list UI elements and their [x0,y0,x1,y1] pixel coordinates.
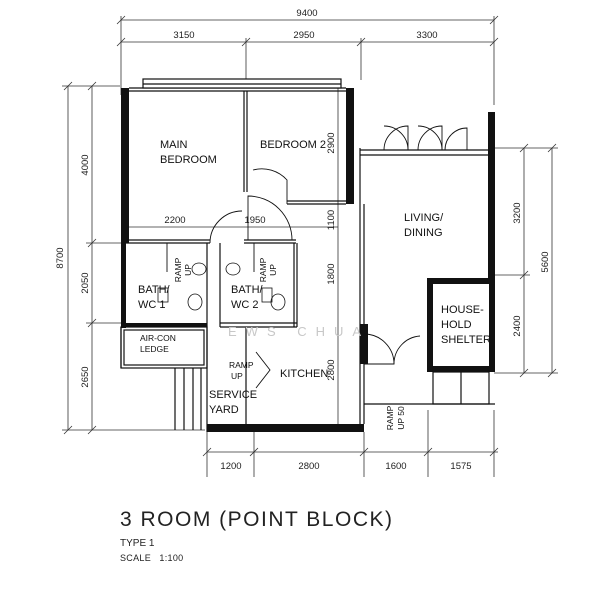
scale-label: SCALE [120,553,152,563]
door-bedroom-arc [209,210,243,244]
dim-interior-2: 1950 [244,215,265,226]
dim-interior-5: 1800 [326,263,337,284]
fixtures [157,262,286,311]
label-bedroom2: BEDROOM 2 [260,139,326,151]
ramp-labels: RAMP UP RAMP UP RAMP UP RAMP UP 50 [173,257,406,430]
dim-top-3: 3300 [416,30,437,41]
wall-shelter-right [489,278,495,372]
dim-bottom-4: 1575 [450,461,471,472]
ramp2-up: UP [268,264,278,276]
dim-top-1: 3150 [173,30,194,41]
label-bath1-1: BATH/ [138,284,171,296]
dim-interior-4: 1100 [326,210,337,230]
dim-right-outer: 5600 [540,251,551,272]
label-shelter-1: HOUSE- [441,304,484,316]
title-block: 3 ROOM (POINT BLOCK) TYPE 1 SCALE 1:100 [120,508,393,563]
dim-interior-6: 2800 [326,359,337,380]
wall-shelter-top [427,278,495,284]
plan-title: 3 ROOM (POINT BLOCK) [120,508,394,531]
wall-shelter-left [427,278,433,372]
watermark: EWS CHUA [228,324,370,339]
label-aircon-2: LEDGE [140,344,169,354]
ramp4-label: RAMP [385,405,395,430]
thin-walls [120,78,495,432]
wall-left-upper [121,88,129,243]
dimension-lines [62,15,558,477]
label-service-1: SERVICE [209,389,257,401]
label-service-2: YARD [209,404,239,416]
scale-value: 1:100 [159,553,184,563]
dim-overall-width: 9400 [296,8,317,19]
label-main-bedroom-2: BEDROOM [160,154,217,166]
door-main-bedroom [247,195,293,241]
walls [121,88,495,432]
room-labels: MAIN BEDROOM BEDROOM 2 LIVING/ DINING BA… [138,139,491,416]
dim-bottom-3: 1600 [385,461,406,472]
dim-interior-3: 2900 [326,132,337,153]
ramp2-label: RAMP [258,257,268,282]
ramp4-up: UP 50 [396,406,406,430]
label-aircon-1: AIR-CON [140,333,176,343]
doors [166,125,468,389]
dim-top-2: 2950 [293,30,314,41]
dim-bottom-2: 2800 [298,461,319,472]
dimension-labels: 9400 3150 2950 3300 8700 4000 2050 2650 … [55,8,551,472]
dim-bottom-1: 1200 [220,461,241,472]
dim-right-2: 2400 [512,315,523,336]
label-shelter-3: SHELTER [441,334,491,346]
dim-overall-height: 8700 [55,247,66,268]
wall-entry [360,324,368,364]
label-living-2: DINING [404,227,443,239]
label-living-1: LIVING/ [404,212,444,224]
wall-kitchen-bottom [207,424,364,432]
dim-left-3: 2650 [80,366,91,387]
label-bath2-2: WC 2 [231,299,259,311]
dim-left-1: 4000 [80,154,91,175]
wall-shelter-bottom [427,366,495,372]
label-bath2-1: BATH/ [231,284,264,296]
wall-right [488,112,495,280]
label-kitchen: KITCHEN [280,368,328,380]
wall-bath-bottom [121,323,207,327]
wall-left-mid [121,243,126,328]
label-shelter-2: HOLD [441,319,472,331]
ramp3-label: RAMP [229,360,254,370]
plan-scale: SCALE 1:100 [120,553,393,563]
wall-bedroom2-right [346,88,354,204]
dim-left-2: 2050 [80,272,91,293]
door-bedroom2 [252,168,288,204]
ramp1-label: RAMP [173,257,183,282]
label-bath1-2: WC 1 [138,299,166,311]
label-main-bedroom-1: MAIN [160,139,188,151]
dim-right-1: 3200 [512,202,523,223]
plan-type: TYPE 1 [120,538,155,549]
dim-interior-1: 2200 [164,215,185,226]
ramp1-up: UP [183,264,193,276]
ramp3-up: UP [231,371,243,381]
